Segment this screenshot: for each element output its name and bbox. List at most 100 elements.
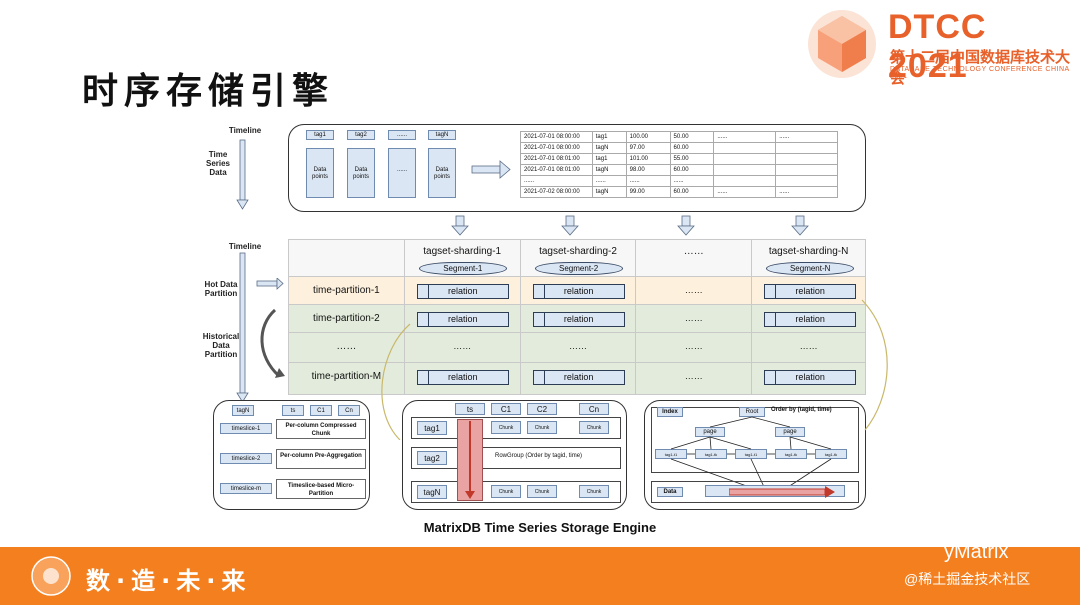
relation-box: relation (416, 370, 509, 385)
rowgroup-label: RowGroup (Order by tagid, time) (495, 453, 583, 459)
column-header: Cn (338, 405, 360, 416)
table-cell: 2021-07-02 08:00:00 (521, 187, 593, 198)
rowgroup-row (411, 447, 621, 469)
table-cell: 98.00 (626, 165, 671, 176)
relation-box: relation (532, 370, 625, 385)
relation-box: relation (532, 312, 625, 327)
timeslice-desc: Per-column Compressed Chunk (276, 419, 366, 439)
grid-cell: relation (752, 277, 866, 305)
relation-box: relation (764, 312, 857, 327)
grid-cell: relation (520, 363, 637, 395)
logo-main-text: DTCC 2021 (888, 8, 987, 85)
grid-cell: relation (520, 277, 637, 305)
grid-row: time-partition-M relation relation …… relati… (289, 363, 866, 395)
chunk-box: Chunk (579, 421, 609, 434)
diagram-caption: MatrixDB Time Series Storage Engine (423, 520, 657, 535)
table-cell: 2021-07-01 08:00:00 (521, 143, 593, 154)
grid-cell: …… (636, 333, 753, 363)
grid-row: time-partition-2 relation relation …… relati… (289, 305, 866, 333)
chunk-box: Chunk (527, 485, 557, 498)
grid-cell: time-partition-M (289, 363, 405, 395)
hot-partition-label: Hot Data Partition (204, 280, 238, 298)
table-cell: 101.00 (626, 154, 671, 165)
relation-box: relation (532, 284, 625, 299)
logo-tiny-text: DATABASE TECHNOLOGY CONFERENCE CHINA 202… (890, 66, 1070, 80)
logo-sub-text: 第十二届中国数据库技术大会 (890, 48, 1071, 87)
grid-row: ………………………… (289, 333, 866, 363)
partition-label: time-partition-1 (313, 285, 380, 296)
partition-label: time-partition-2 (313, 313, 380, 324)
tag-label: tag1 (417, 421, 447, 435)
grid-cell: …… (636, 277, 753, 305)
rowgroup-row (411, 481, 621, 503)
root-node: Root (739, 407, 765, 417)
table-cell (776, 154, 838, 165)
tag-label: tag2 (417, 451, 447, 465)
dtcc-logo: DTCC 2021 第十二届中国数据库技术大会 DATABASE TECHNOL… (800, 4, 1075, 87)
leaf-node: tag1-t1 (735, 449, 767, 459)
grid-cell: time-partition-2 (289, 305, 405, 333)
ellipsis-label: …… (684, 371, 703, 381)
scan-arrow-icon (465, 421, 475, 499)
hot-arrow-icon (256, 278, 284, 290)
timeslice-label: timeslice-1 (220, 423, 272, 434)
table-cell: ...... (626, 176, 671, 187)
shard-label: tagset-sharding-1 (423, 246, 502, 257)
grid-cell: relation (404, 305, 521, 333)
relation-box: relation (764, 370, 857, 385)
data-points-box: Data points (347, 148, 375, 198)
rowgroup-row (411, 417, 621, 439)
table-cell: ...... (714, 132, 777, 143)
page-title: 时序存储引擎 (82, 71, 335, 112)
table-cell (776, 176, 838, 187)
table-cell: 2021-07-01 08:01:00 (521, 165, 593, 176)
input-tag: tagN (428, 130, 456, 140)
data-points-box: ...... (388, 148, 416, 198)
table-cell: 97.00 (626, 143, 671, 154)
leaf-node: tag1-t1 (655, 449, 687, 459)
relation-box: relation (416, 284, 509, 299)
table-cell: ...... (521, 176, 593, 187)
table-cell: 55.00 (670, 154, 715, 165)
page-node: page (695, 427, 725, 437)
table-cell: tagN (592, 165, 627, 176)
footer-bar: 数·造·未·来 yMatrix @稀土掘金技术社区 (0, 541, 1080, 605)
data-label: Data (657, 487, 683, 497)
grid-cell: …… (636, 363, 753, 395)
ellipsis-label: …… (568, 341, 587, 351)
tree-edges (670, 416, 832, 490)
table-cell: tagN (592, 143, 627, 154)
relation-box: relation (764, 284, 857, 299)
table-cell (714, 165, 777, 176)
table-cell: ...... (714, 187, 777, 198)
table-cell: 60.00 (670, 187, 715, 198)
grid-cell: …… (636, 305, 753, 333)
segment-box: Segment-1 (418, 262, 507, 275)
timeslice-desc: Per-column Pre-Aggregation (276, 449, 366, 469)
order-label: Order by (tagid, time) (771, 407, 832, 413)
page-node: page (775, 427, 805, 437)
grid-cell: …… (636, 240, 753, 277)
input-tag: ...... (388, 130, 416, 140)
table-cell (714, 176, 777, 187)
table-cell (714, 154, 777, 165)
footer-logo-icon (31, 556, 71, 596)
leaf-node: tag1-tk (815, 449, 847, 459)
ellipsis-label: …… (453, 341, 472, 351)
timeslice-label: timeslice-m (220, 483, 272, 494)
table-cell: tag1 (592, 132, 627, 143)
chunk-box: Chunk (491, 421, 521, 434)
data-box (651, 481, 859, 503)
table-row: ........................ (521, 176, 838, 187)
grid-row: time-partition-1 relation relation …… relati… (289, 277, 866, 305)
table-cell: ...... (670, 176, 715, 187)
timeline-mid-label: Timeline (228, 242, 262, 251)
table-cell (776, 165, 838, 176)
table-cell: 2021-07-01 08:01:00 (521, 154, 593, 165)
chunk-box: Chunk (527, 421, 557, 434)
